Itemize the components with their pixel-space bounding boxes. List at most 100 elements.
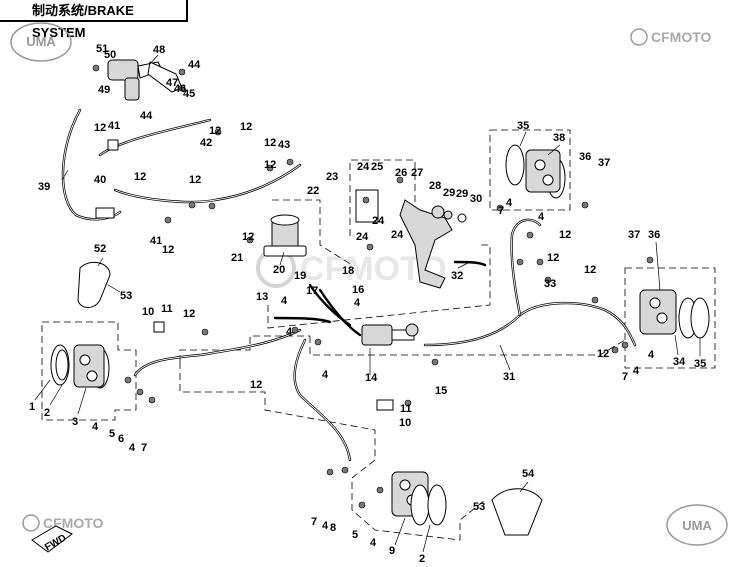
callout-12n: 12 xyxy=(584,264,596,276)
uma-logo-top-left: UMA xyxy=(10,22,72,62)
rear-caliper-upper xyxy=(505,144,566,199)
brake-fluid-reservoir xyxy=(246,214,307,257)
svg-text:UMA: UMA xyxy=(682,518,712,533)
cfmoto-logo-top-right: CFMOTO xyxy=(630,28,712,46)
callout-50: 50 xyxy=(104,49,116,61)
callout-4d: 4 xyxy=(354,297,361,309)
callout-22: 22 xyxy=(307,185,319,197)
callout-14: 14 xyxy=(365,372,378,384)
callout-41b: 41 xyxy=(150,235,162,247)
callout-32: 32 xyxy=(451,270,463,282)
callout-35b: 35 xyxy=(694,358,706,370)
rear-master-cylinder xyxy=(361,323,419,346)
callout-41a: 41 xyxy=(108,120,120,132)
callout-54: 54 xyxy=(522,468,535,480)
callout-7a: 7 xyxy=(498,205,504,217)
callout-4j: 4 xyxy=(633,365,640,377)
callout-34: 34 xyxy=(673,356,686,368)
callout-49: 49 xyxy=(98,84,110,96)
callout-11a: 11 xyxy=(161,303,173,315)
callout-12m: 12 xyxy=(547,252,559,264)
front-master-cylinder xyxy=(92,59,183,101)
callout-39: 39 xyxy=(38,181,50,193)
callout-51: 51 xyxy=(96,43,108,55)
callout-45: 45 xyxy=(183,88,195,100)
callout-4c: 4 xyxy=(281,295,288,307)
callout-12l: 12 xyxy=(559,229,571,241)
callout-53b: 53 xyxy=(473,501,485,513)
callout-12k: 12 xyxy=(250,379,262,391)
front-left-caliper xyxy=(50,344,110,389)
callout-28: 28 xyxy=(429,180,441,192)
callout-38: 38 xyxy=(553,132,565,144)
callout-24d: 24 xyxy=(356,231,369,243)
callout-46: 46 xyxy=(174,83,186,95)
callout-24a: 24 xyxy=(357,161,370,173)
callout-10a: 10 xyxy=(142,306,154,318)
callout-44b: 44 xyxy=(140,110,153,122)
callout-8: 8 xyxy=(330,522,336,534)
callout-4f: 4 xyxy=(322,369,329,381)
callout-16: 16 xyxy=(352,284,364,296)
callout-20: 20 xyxy=(273,264,285,276)
callout-5: 5 xyxy=(109,428,115,440)
rear-left-caliper xyxy=(391,471,447,526)
callout-4g: 4 xyxy=(506,197,513,209)
uma-logo-bottom-right: UMA xyxy=(666,504,728,546)
callout-52: 52 xyxy=(94,243,106,255)
callout-1: 1 xyxy=(29,401,35,413)
callout-6: 6 xyxy=(118,433,124,445)
callout-4: 4 xyxy=(92,421,99,433)
callout-17: 17 xyxy=(306,285,318,297)
callout-12f: 12 xyxy=(134,171,146,183)
callout-30: 30 xyxy=(470,193,482,205)
callout-3: 3 xyxy=(72,416,78,428)
callout-27: 27 xyxy=(411,167,423,179)
callout-4b: 4 xyxy=(129,442,136,454)
callout-12i: 12 xyxy=(183,308,195,320)
hose-clamps xyxy=(95,139,394,411)
callout-42: 42 xyxy=(200,137,212,149)
callout-15: 15 xyxy=(435,385,447,397)
callout-35a: 35 xyxy=(517,120,529,132)
callout-12j: 12 xyxy=(242,231,254,243)
callout-25: 25 xyxy=(371,161,383,173)
callout-4h: 4 xyxy=(538,211,545,223)
caliper-guard-54 xyxy=(491,488,543,536)
callout-12c: 12 xyxy=(240,121,252,133)
callout-19: 19 xyxy=(294,270,306,282)
callout-44: 44 xyxy=(188,59,201,71)
callout-9: 9 xyxy=(389,545,395,557)
callout-36a: 36 xyxy=(579,151,591,163)
callout-4i: 4 xyxy=(648,349,655,361)
callout-36b: 36 xyxy=(648,229,660,241)
callout-2: 2 xyxy=(44,407,50,419)
svg-text:UMA: UMA xyxy=(26,34,56,49)
page-title: 制动系统/BRAKE SYSTEM xyxy=(0,0,188,40)
callout-12o: 12 xyxy=(597,348,609,360)
callout-12g: 12 xyxy=(189,174,201,186)
callout-12d: 12 xyxy=(264,137,276,149)
bolts-fittings xyxy=(124,68,654,509)
callout-7c: 7 xyxy=(311,516,317,528)
cfmoto-logo-bottom-left: CFMOTO xyxy=(22,514,104,532)
callout-7b: 7 xyxy=(622,371,628,383)
callout-4l: 4 xyxy=(370,537,377,549)
brake-pedal-assembly xyxy=(355,189,487,289)
callout-26: 26 xyxy=(395,167,407,179)
callout-4k: 4 xyxy=(322,520,329,532)
callout-13: 13 xyxy=(256,291,268,303)
callout-4e: 4 xyxy=(286,326,293,338)
callout-26b: 29 xyxy=(443,187,455,199)
callout-48: 48 xyxy=(153,44,165,56)
callout-40: 40 xyxy=(94,174,106,186)
callout-29: 29 xyxy=(456,188,468,200)
callout-24c: 24 xyxy=(391,229,404,241)
callout-43: 43 xyxy=(278,139,290,151)
callout-12b: 12 xyxy=(209,125,221,137)
callout-24b: 24 xyxy=(372,215,385,227)
callout-12h: 12 xyxy=(162,244,174,256)
callout-7: 7 xyxy=(141,442,147,454)
